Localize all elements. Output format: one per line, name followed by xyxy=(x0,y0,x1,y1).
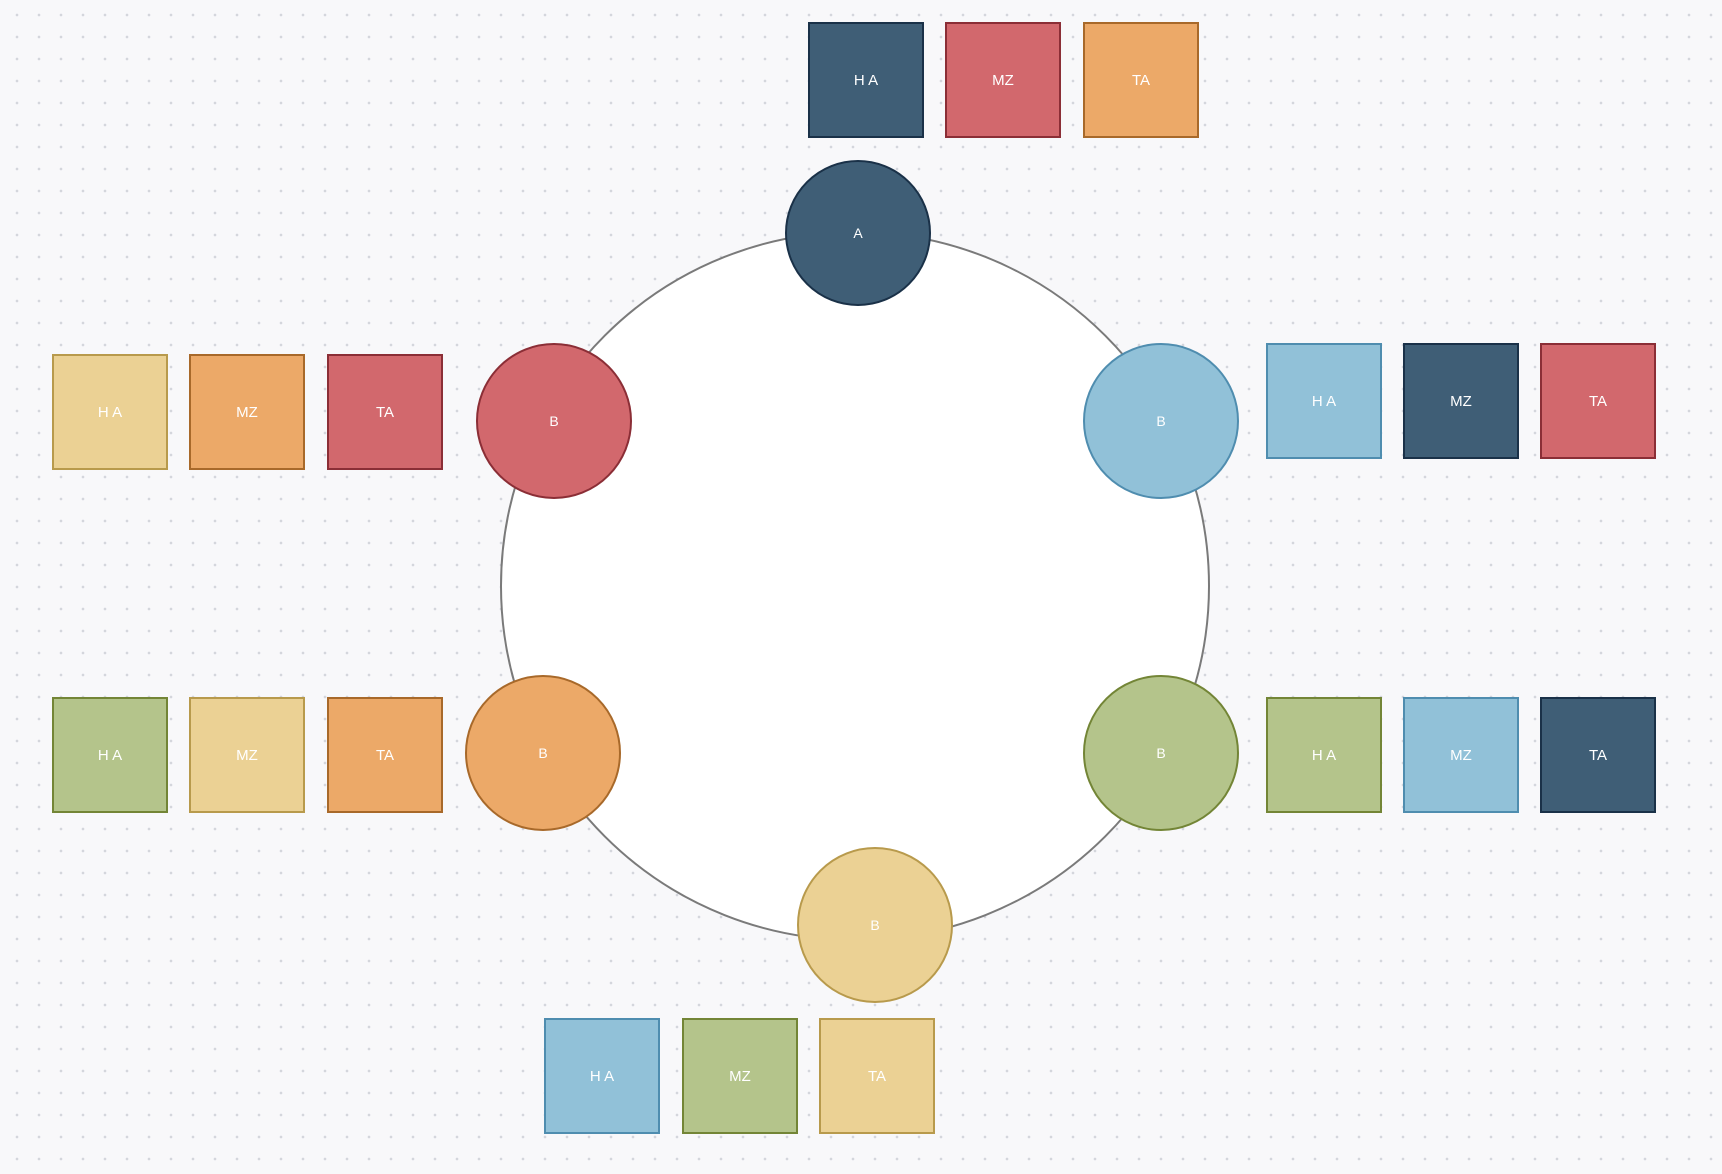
card-upper-right-3[interactable]: TA xyxy=(1540,343,1656,459)
card-label: TA xyxy=(375,746,395,764)
card-label: H A xyxy=(589,1067,615,1085)
card-upper-left-2[interactable]: MZ xyxy=(189,354,305,470)
card-upper-right-2[interactable]: MZ xyxy=(1403,343,1519,459)
node-label: B xyxy=(1156,745,1166,761)
node-lower-left[interactable]: B xyxy=(465,675,621,831)
card-top-2[interactable]: MZ xyxy=(945,22,1061,138)
node-upper-left[interactable]: B xyxy=(476,343,632,499)
card-label: H A xyxy=(1311,392,1337,410)
card-upper-left-1[interactable]: H A xyxy=(52,354,168,470)
card-lower-left-2[interactable]: MZ xyxy=(189,697,305,813)
card-upper-left-3[interactable]: TA xyxy=(327,354,443,470)
card-top-1[interactable]: H A xyxy=(808,22,924,138)
card-label: H A xyxy=(97,403,123,421)
card-lower-left-1[interactable]: H A xyxy=(52,697,168,813)
node-label: B xyxy=(538,745,548,761)
card-label: TA xyxy=(867,1067,887,1085)
card-label: MZ xyxy=(1450,392,1472,410)
card-label: MZ xyxy=(236,746,258,764)
card-upper-right-1[interactable]: H A xyxy=(1266,343,1382,459)
card-label: H A xyxy=(853,71,879,89)
node-label: B xyxy=(1156,413,1166,429)
node-label: A xyxy=(853,225,863,241)
card-label: MZ xyxy=(236,403,258,421)
node-label: B xyxy=(870,917,880,933)
card-label: H A xyxy=(1311,746,1337,764)
card-lower-left-3[interactable]: TA xyxy=(327,697,443,813)
node-top[interactable]: A xyxy=(785,160,931,306)
card-bottom-3[interactable]: TA xyxy=(819,1018,935,1134)
card-bottom-2[interactable]: MZ xyxy=(682,1018,798,1134)
card-lower-right-3[interactable]: TA xyxy=(1540,697,1656,813)
card-lower-right-1[interactable]: H A xyxy=(1266,697,1382,813)
card-label: TA xyxy=(1588,392,1608,410)
card-label: H A xyxy=(97,746,123,764)
card-label: TA xyxy=(1131,71,1151,89)
card-label: TA xyxy=(1588,746,1608,764)
card-label: MZ xyxy=(1450,746,1472,764)
card-label: MZ xyxy=(992,71,1014,89)
card-bottom-1[interactable]: H A xyxy=(544,1018,660,1134)
node-bottom[interactable]: B xyxy=(797,847,953,1003)
card-lower-right-2[interactable]: MZ xyxy=(1403,697,1519,813)
card-label: TA xyxy=(375,403,395,421)
card-top-3[interactable]: TA xyxy=(1083,22,1199,138)
card-label: MZ xyxy=(729,1067,751,1085)
node-upper-right[interactable]: B xyxy=(1083,343,1239,499)
node-lower-right[interactable]: B xyxy=(1083,675,1239,831)
node-label: B xyxy=(549,413,559,429)
central-ring xyxy=(500,231,1210,941)
